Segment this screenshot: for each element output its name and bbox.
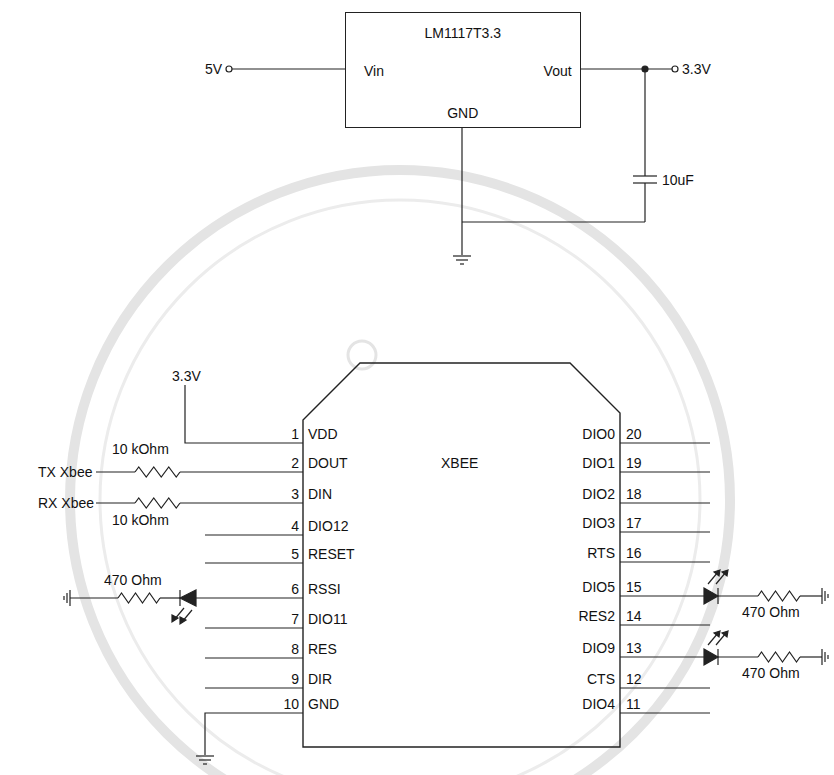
resistor-symbol	[135, 467, 180, 477]
signal-label: 10 kOhm	[112, 441, 169, 457]
pin-label: DIR	[308, 671, 332, 687]
pin-label: 2	[291, 455, 299, 471]
pin-label: VDD	[308, 426, 338, 442]
pin-label: DIO12	[308, 518, 348, 534]
pin-label: 15	[626, 579, 642, 595]
resistor-symbol	[758, 591, 800, 601]
signal-label: 10 kOhm	[112, 512, 169, 528]
part-name: XBEE	[441, 455, 478, 471]
signal-label: TX Xbee	[38, 464, 92, 480]
signal-label: 5V	[205, 61, 222, 77]
pin-label: 8	[291, 641, 299, 657]
pin-label: DIN	[308, 486, 332, 502]
pin-label: 13	[626, 640, 642, 656]
pin-label: 12	[626, 671, 642, 687]
regulator-box: LM1117T3.3Vin VoutGND	[345, 12, 581, 128]
pin-label: RES2	[578, 608, 615, 624]
pin-label: Vout	[544, 63, 572, 79]
ground-symbol	[456, 259, 468, 260]
ground-symbol	[821, 649, 822, 665]
xbee-module: XBEE	[303, 363, 620, 747]
pin-label: 7	[291, 611, 299, 627]
ground-symbol	[69, 590, 70, 606]
pin-label: DOUT	[308, 455, 348, 471]
pin-label: CTS	[587, 671, 615, 687]
ground-symbol	[199, 759, 211, 760]
pin-label: 9	[291, 671, 299, 687]
pin-label: 18	[626, 486, 642, 502]
pin-label: 6	[291, 581, 299, 597]
pin-label: 4	[291, 518, 299, 534]
resistor-symbol	[758, 652, 800, 662]
pin-label: 17	[626, 515, 642, 531]
pin-label: DIO11	[308, 611, 347, 627]
pin-label: 10	[283, 696, 299, 712]
pin-label: Vin	[364, 63, 384, 79]
ground-symbol	[453, 255, 471, 256]
resistor-symbol	[118, 593, 160, 603]
pin-label: 20	[626, 426, 642, 442]
pin-label: GND	[308, 696, 339, 712]
pin-label: 5	[291, 546, 299, 562]
pin-label: DIO9	[582, 640, 615, 656]
pin-label: DIO2	[582, 486, 615, 502]
signal-label: 470 Ohm	[104, 572, 162, 588]
ground-symbol	[196, 755, 214, 756]
pin-label: DIO5	[582, 579, 615, 595]
signal-label: 3.3V	[172, 368, 201, 384]
pin-label: 3	[291, 486, 299, 502]
pin-label: RTS	[587, 545, 615, 561]
signal-label: 3.3V	[682, 61, 711, 77]
pin-label: RESET	[308, 546, 355, 562]
ground-symbol	[827, 655, 828, 659]
signal-label: 10uF	[662, 172, 694, 188]
ground-symbol	[824, 591, 825, 601]
pin-label: RES	[308, 641, 337, 657]
pin-label: GND	[447, 105, 478, 121]
ground-symbol	[63, 596, 64, 600]
pin-label: DIO3	[582, 515, 615, 531]
ground-symbol	[460, 263, 464, 264]
signal-label: RX Xbee	[38, 495, 94, 511]
pin-label: RSSI	[308, 581, 341, 597]
pin-label: 11	[626, 696, 641, 712]
resistor-symbol	[135, 498, 180, 508]
signal-label: 470 Ohm	[742, 665, 800, 681]
pin-label: 19	[626, 455, 642, 471]
ground-symbol	[824, 652, 825, 662]
pin-label: DIO1	[582, 455, 615, 471]
pin-label: DIO0	[582, 426, 615, 442]
ground-symbol	[66, 593, 67, 603]
pin-label: DIO4	[582, 696, 615, 712]
ground-symbol	[827, 594, 828, 598]
signal-label: 470 Ohm	[742, 604, 800, 620]
ground-symbol	[821, 588, 822, 604]
ground-symbol	[203, 763, 207, 764]
pin-label: 1	[291, 426, 299, 442]
pin-label: 16	[626, 545, 642, 561]
pin-label: 14	[626, 608, 642, 624]
part-name: LM1117T3.3	[425, 25, 502, 41]
